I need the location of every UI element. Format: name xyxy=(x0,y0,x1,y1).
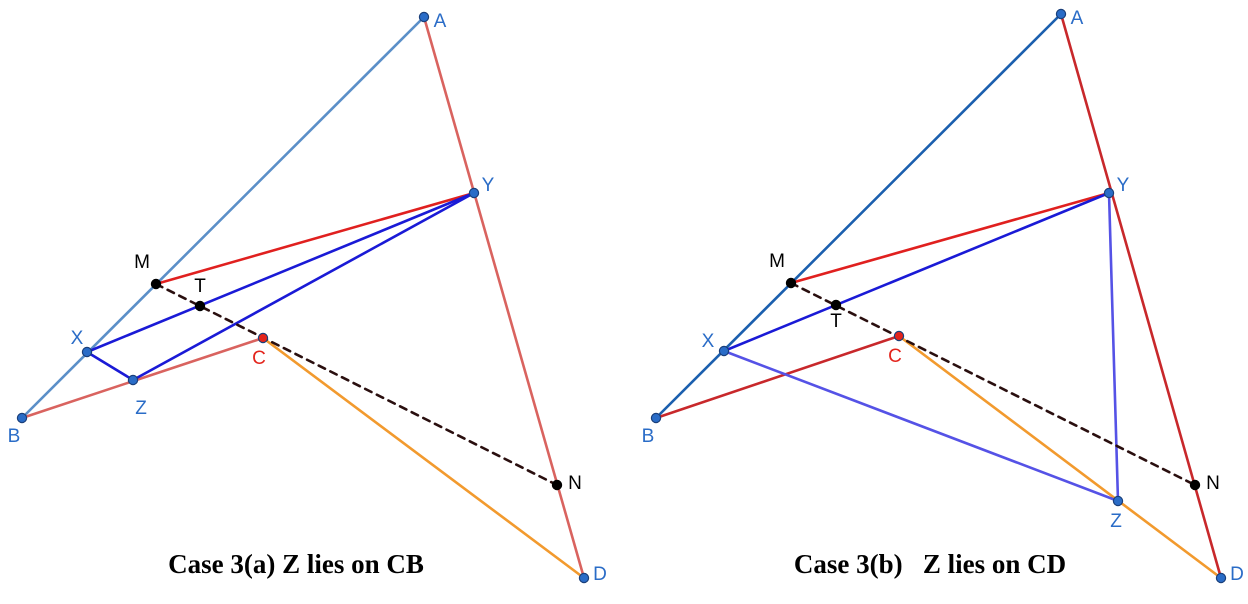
segment-bc xyxy=(654,334,901,420)
segment-my xyxy=(789,191,1111,285)
label-y: Y xyxy=(1117,175,1130,196)
label-m: M xyxy=(769,251,785,272)
segment-yz xyxy=(1107,191,1120,503)
point-n xyxy=(551,479,563,491)
caption-case-3b: Case 3(b) Z lies on CD xyxy=(794,549,1066,579)
point-y xyxy=(1103,187,1115,199)
segment-xy xyxy=(722,191,1111,353)
point-b xyxy=(16,412,28,424)
label-a: A xyxy=(434,11,447,32)
point-z xyxy=(127,374,139,386)
point-a xyxy=(1055,8,1067,20)
point-b xyxy=(650,412,662,424)
segment-my xyxy=(154,191,476,286)
segment-ab xyxy=(20,15,426,420)
label-m: M xyxy=(134,252,150,273)
point-c xyxy=(893,330,905,342)
segment-xz xyxy=(85,350,135,382)
point-m xyxy=(785,277,797,289)
segment-bc xyxy=(20,336,265,420)
label-n: N xyxy=(1206,473,1220,494)
point-a xyxy=(418,11,430,23)
label-b: B xyxy=(8,426,21,447)
point-y xyxy=(468,187,480,199)
caption-case-3a: Case 3(a) Z lies on CB xyxy=(168,549,424,579)
segment-ad xyxy=(1059,12,1223,580)
point-t xyxy=(194,300,206,312)
point-d xyxy=(1215,572,1227,584)
segment-mn xyxy=(154,282,559,487)
label-n: N xyxy=(568,473,582,494)
point-m xyxy=(150,278,162,290)
segment-mn xyxy=(789,281,1197,487)
segment-xz xyxy=(722,349,1120,503)
segment-ab xyxy=(654,12,1063,420)
segment-xy xyxy=(85,191,476,354)
label-d: D xyxy=(1230,564,1244,585)
label-x: X xyxy=(71,328,84,349)
point-d xyxy=(578,572,590,584)
label-b: B xyxy=(642,426,655,447)
label-c: C xyxy=(888,346,902,367)
label-t: T xyxy=(830,311,842,332)
figure-case-3b: A B C D M N T X Y Z xyxy=(642,8,1244,585)
segment-cd xyxy=(261,336,586,580)
label-c: C xyxy=(252,348,266,369)
point-c xyxy=(257,332,269,344)
point-x xyxy=(81,346,93,358)
point-z xyxy=(1112,495,1124,507)
segment-cd xyxy=(897,334,1223,580)
point-t xyxy=(830,299,842,311)
point-n xyxy=(1189,479,1201,491)
segment-zy xyxy=(131,191,476,382)
label-a: A xyxy=(1071,8,1084,29)
point-x xyxy=(718,345,730,357)
label-z: Z xyxy=(1110,511,1122,532)
label-d: D xyxy=(593,564,607,585)
label-t: T xyxy=(194,276,206,297)
figure-case-3a: A B C D M N T X Y Z xyxy=(8,11,607,585)
label-y: Y xyxy=(482,175,495,196)
segment-ad xyxy=(422,15,586,580)
label-x: X xyxy=(702,331,715,352)
label-z: Z xyxy=(135,398,147,419)
